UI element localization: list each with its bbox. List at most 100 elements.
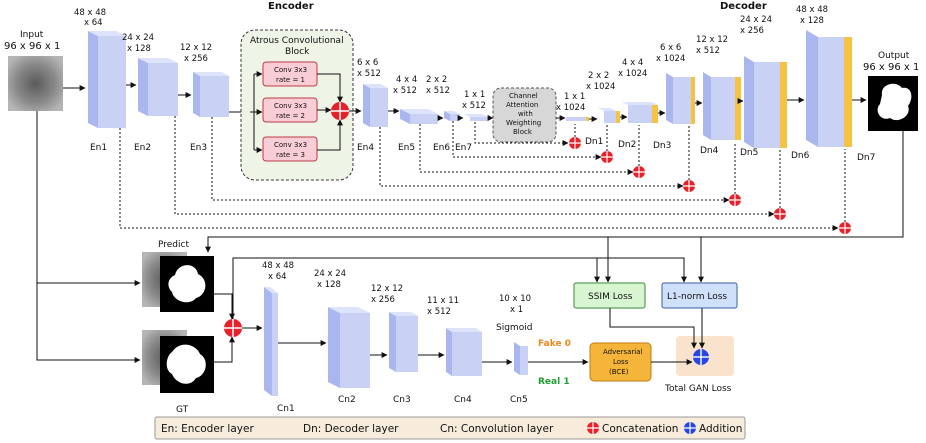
gt-label: GT xyxy=(176,405,189,415)
cn4-label: Cn4 xyxy=(454,395,472,405)
en1-label: En1 xyxy=(90,143,107,153)
cn2-size-2: x 128 xyxy=(317,280,341,290)
attention-line5: Block xyxy=(513,128,533,136)
skip-connections xyxy=(119,116,837,229)
decoder-title: Decoder xyxy=(720,1,767,12)
en7-size-2: x 512 xyxy=(462,101,486,111)
cn5-size-1: 10 x 10 xyxy=(499,294,531,304)
dn7-size-2: x 128 xyxy=(800,16,824,26)
cn1-size-1: 48 x 48 xyxy=(262,261,294,271)
adv-loss-line2: Loss xyxy=(613,358,629,366)
en4-size-2: x 512 xyxy=(357,69,381,79)
dn2-size-1: 2 x 2 xyxy=(588,71,609,81)
sigmoid-label: Sigmoid xyxy=(496,323,532,333)
cn5-label: Cn5 xyxy=(510,395,528,405)
dn6-size-2: x 256 xyxy=(740,26,764,36)
dn4-label: Dn4 xyxy=(700,146,719,156)
cn2-label: Cn2 xyxy=(338,395,356,405)
channel-attention-block xyxy=(492,87,557,143)
conv-rate2-line2: rate = 2 xyxy=(276,112,305,120)
input-label: Input xyxy=(20,30,44,40)
dn3-size-2: x 1024 xyxy=(618,69,647,79)
en2-label: En2 xyxy=(134,143,151,153)
en3-size-1: 12 x 12 xyxy=(180,43,212,53)
en5-label: En5 xyxy=(398,143,415,153)
conv-rate2-line1: Conv 3x3 xyxy=(274,102,307,110)
legend-concat-icon xyxy=(587,422,599,434)
legend-en: En: Encoder layer xyxy=(161,423,254,435)
cn5-size-2: x 1 xyxy=(510,305,523,315)
en2-size-1: 24 x 24 xyxy=(122,33,154,43)
predict-label: Predict xyxy=(158,240,189,250)
dn7-size-1: 48 x 48 xyxy=(796,5,828,15)
en2-size-2: x 128 xyxy=(127,44,151,54)
dn1-size-1: 1 x 1 xyxy=(564,92,585,102)
conv-rate1-line1: Conv 3x3 xyxy=(274,66,307,74)
dn6-size-1: 24 x 24 xyxy=(740,15,772,25)
real-label: Real 1 xyxy=(538,377,570,387)
en7-size-1: 1 x 1 xyxy=(464,90,485,100)
conv-rate3-line1: Conv 3x3 xyxy=(274,141,307,149)
legend-addition: Addition xyxy=(699,423,742,435)
dn5-label: Dn5 xyxy=(740,148,758,158)
skip-concat-icons xyxy=(569,137,851,234)
output-size: 96 x 96 x 1 xyxy=(863,62,919,73)
attention-line1: Channel xyxy=(509,92,538,100)
input-size: 96 x 96 x 1 xyxy=(4,41,60,52)
cn2-size-1: 24 x 24 xyxy=(314,269,346,279)
en6-size-2: x 512 xyxy=(426,86,450,96)
legend-dn: Dn: Decoder layer xyxy=(303,423,399,435)
legend-cn: Cn: Convolution layer xyxy=(440,423,554,435)
en1-size-2: x 64 xyxy=(84,18,103,28)
total-addition-icon xyxy=(693,349,709,365)
conv-rate3-box xyxy=(262,136,318,162)
cn3-size-2: x 256 xyxy=(371,295,395,305)
en3-size-2: x 256 xyxy=(184,54,208,64)
l1-loss-label: L1-norm Loss xyxy=(667,292,727,302)
atrous-title-1: Atrous Convolutional xyxy=(250,36,344,46)
decoder-layers xyxy=(566,30,852,148)
dn4-size-2: x 1024 xyxy=(656,54,685,64)
cn1-label: Cn1 xyxy=(277,404,295,414)
attention-line4: Weighting xyxy=(506,119,541,127)
dn1-label: Dn1 xyxy=(585,137,603,147)
cn4-size-1: 11 x 11 xyxy=(427,296,459,306)
legend xyxy=(154,416,746,440)
dn6-label: Dn6 xyxy=(791,151,810,161)
dn4-size-1: 6 x 6 xyxy=(660,43,681,53)
en6-size-1: 2 x 2 xyxy=(426,75,447,85)
dn2-size-2: x 1024 xyxy=(586,82,615,92)
cn4-size-2: x 512 xyxy=(427,307,451,317)
en3-label: En3 xyxy=(190,143,207,153)
en4-size-1: 6 x 6 xyxy=(357,58,378,68)
dn7-label: Dn7 xyxy=(857,153,875,163)
dn3-size-1: 4 x 4 xyxy=(622,58,643,68)
dn5-size-1: 12 x 12 xyxy=(696,35,728,45)
en5-size-2: x 512 xyxy=(393,86,417,96)
disc-concat-icon xyxy=(224,319,242,337)
en5-size-1: 4 x 4 xyxy=(396,75,417,85)
conv-rate3-line2: rate = 3 xyxy=(276,151,305,159)
l1-loss-box xyxy=(661,282,738,309)
atrous-title-2: Block xyxy=(285,47,310,57)
dn5-size-2: x 512 xyxy=(696,46,720,56)
ssim-loss-label: SSIM Loss xyxy=(588,292,633,302)
adv-loss-line1: Adversarial xyxy=(603,348,642,356)
conv-rate1-line2: rate = 1 xyxy=(276,76,305,84)
en1-size-1: 48 x 48 xyxy=(74,8,106,18)
fake-label: Fake 0 xyxy=(538,339,571,349)
legend-concat: Concatenation xyxy=(602,423,678,435)
en4-label: En4 xyxy=(357,143,374,153)
output-label: Output xyxy=(878,51,910,61)
en7-label: En7 xyxy=(455,143,472,153)
cn3-label: Cn3 xyxy=(393,395,411,405)
atrous-concat-icon xyxy=(331,102,349,120)
dn3-label: Dn3 xyxy=(653,141,671,151)
attention-line2: Attention xyxy=(506,101,538,109)
input-image xyxy=(8,56,63,111)
cn3-size-1: 12 x 12 xyxy=(371,284,403,294)
encoder-layers xyxy=(88,31,488,128)
en6-label: En6 xyxy=(433,143,450,153)
adv-loss-line3: (BCE) xyxy=(609,368,629,376)
